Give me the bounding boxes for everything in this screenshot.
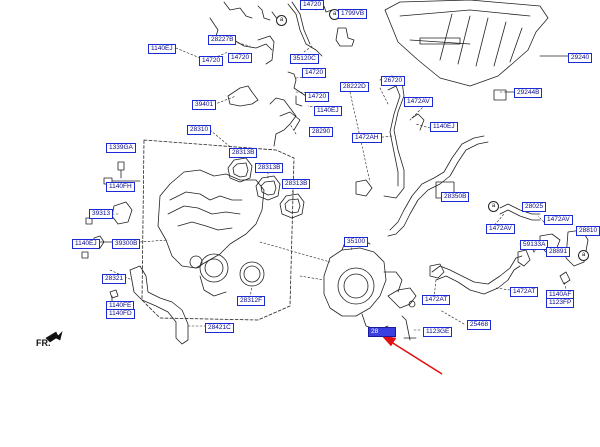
part-label[interactable]: 1339GA — [106, 143, 136, 153]
gasket-2 — [255, 175, 281, 201]
part-label[interactable]: 14720 — [305, 92, 330, 102]
part-label[interactable]: 1140EJ — [72, 239, 100, 249]
part-label[interactable]: 1472AV — [544, 215, 573, 225]
front-label: FR. — [36, 338, 51, 348]
part-label[interactable]: 35120C — [290, 54, 319, 64]
part-label[interactable]: 1140EJ — [314, 106, 342, 116]
part-label[interactable]: 26720 — [381, 76, 406, 86]
part-label[interactable]: 39300B — [112, 239, 141, 249]
part-label[interactable]: 28350B — [441, 192, 470, 202]
part-label[interactable]: 29244B — [514, 88, 543, 98]
part-label[interactable]: 1140FH — [106, 182, 135, 192]
part-label[interactable]: 14720 — [199, 56, 224, 66]
part-label[interactable]: 1140EJ — [148, 44, 176, 54]
support-bracket — [129, 265, 189, 345]
highlight-arrow-icon — [381, 335, 443, 375]
part-label[interactable]: 1140EJ — [430, 122, 458, 132]
part-label[interactable]: 28222D — [340, 82, 369, 92]
callout-a-1: a — [276, 15, 287, 26]
part-label[interactable]: 28313B — [229, 148, 258, 158]
part-label[interactable]: 1472AV — [486, 224, 515, 234]
part-label[interactable]: 28312F — [237, 296, 266, 306]
part-label[interactable]: 35100 — [344, 237, 369, 247]
part-label[interactable]: 39313 — [89, 209, 114, 219]
throttle-body — [323, 247, 387, 317]
part-label[interactable]: 28227B — [208, 35, 237, 45]
front-direction-icon — [45, 331, 63, 343]
coolant-pipe — [387, 141, 489, 237]
pcv-hose — [223, 1, 253, 19]
part-label[interactable]: 28891 — [546, 247, 571, 257]
part-label[interactable]: 28290 — [309, 127, 334, 137]
part-label[interactable]: 59133A — [520, 240, 549, 250]
part-label[interactable]: 28313B — [282, 179, 311, 189]
part-label[interactable]: 1472AV — [404, 97, 433, 107]
engine-cover — [384, 0, 549, 87]
callout-a-4: a — [578, 250, 589, 261]
part-label[interactable]: 14720 — [302, 68, 327, 78]
part-label[interactable]: 1123GE — [423, 327, 453, 337]
part-label[interactable]: 25468 — [467, 320, 492, 330]
part-label[interactable]: 14720 — [300, 0, 325, 10]
gasket-1 — [227, 157, 253, 183]
part-label[interactable]: 29240 — [568, 53, 593, 63]
part-label[interactable]: 28313B — [255, 163, 284, 173]
part-label[interactable]: 14720 — [228, 53, 253, 63]
part-label[interactable]: 1472AH — [352, 133, 382, 143]
manifold-frame — [141, 139, 295, 321]
part-label[interactable]: 1123FP — [546, 298, 575, 308]
part-label[interactable]: 1140FD — [106, 309, 135, 319]
part-label-highlighted[interactable]: 28 — [368, 327, 396, 337]
part-label[interactable]: 1472AT — [510, 287, 539, 297]
part-label[interactable]: 28321 — [102, 274, 127, 284]
part-label[interactable]: 1799VB — [338, 9, 368, 19]
part-label[interactable]: 1472AT — [422, 295, 451, 305]
callout-a-3: a — [488, 201, 499, 212]
intake-manifold — [157, 169, 265, 269]
part-label[interactable]: 28421C — [205, 323, 234, 333]
part-label[interactable]: 39401 — [192, 100, 217, 110]
part-label[interactable]: 28025 — [522, 202, 547, 212]
cover-grommet — [493, 89, 507, 101]
gasket-3 — [279, 193, 305, 219]
part-label[interactable]: 28310 — [187, 125, 212, 135]
clip-bracket — [335, 27, 355, 47]
part-label[interactable]: 28810 — [576, 226, 600, 236]
